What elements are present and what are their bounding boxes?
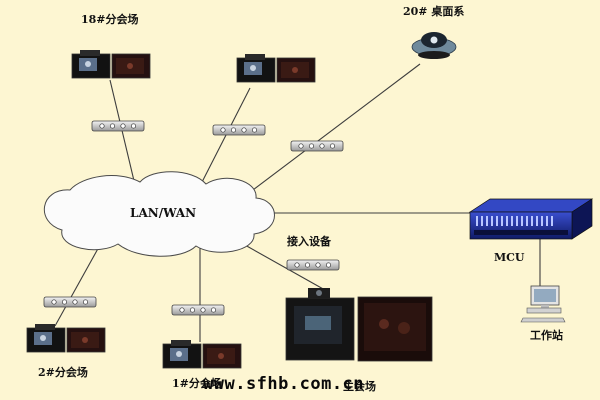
hub-1: [171, 304, 225, 316]
terminal-site-18: [71, 49, 151, 79]
watermark-text: www.sfhb.com.cn: [203, 374, 365, 394]
mcu-icon: [468, 198, 594, 240]
link-18-to-cloud: [109, 79, 136, 186]
link-cloud-to-2: [54, 244, 101, 327]
site-1-label: 1#分会场: [172, 377, 222, 390]
site-20-label: 20# 桌面系: [403, 5, 465, 18]
hub-20: [290, 140, 344, 152]
hub-access: [286, 259, 340, 271]
main-venue-label: 主会场: [343, 380, 376, 393]
connection-lines: [54, 63, 541, 342]
workstation-icon: [520, 285, 566, 323]
access-device-label: 接入设备: [287, 235, 331, 248]
terminal-site-b: [236, 53, 316, 83]
hub-b: [212, 124, 266, 136]
main-venue-icon: [285, 288, 433, 362]
terminal-site-2: [26, 323, 106, 353]
site-18-label: 18#分会场: [81, 13, 139, 26]
hub-2: [43, 296, 97, 308]
desktop-camera-icon: [411, 32, 457, 59]
cloud-label: LAN/WAN: [130, 206, 197, 220]
mcu-label: MCU: [494, 251, 525, 264]
link-b-to-cloud: [199, 87, 251, 187]
workstation-label: 工作站: [530, 329, 563, 342]
hub-18: [91, 120, 145, 132]
site-2-label: 2#分会场: [38, 366, 88, 379]
link-20-to-cloud: [244, 63, 421, 197]
link-cloud-to-main: [235, 239, 326, 291]
lan-wan-cloud: [44, 171, 275, 257]
terminal-site-1: [162, 339, 242, 369]
